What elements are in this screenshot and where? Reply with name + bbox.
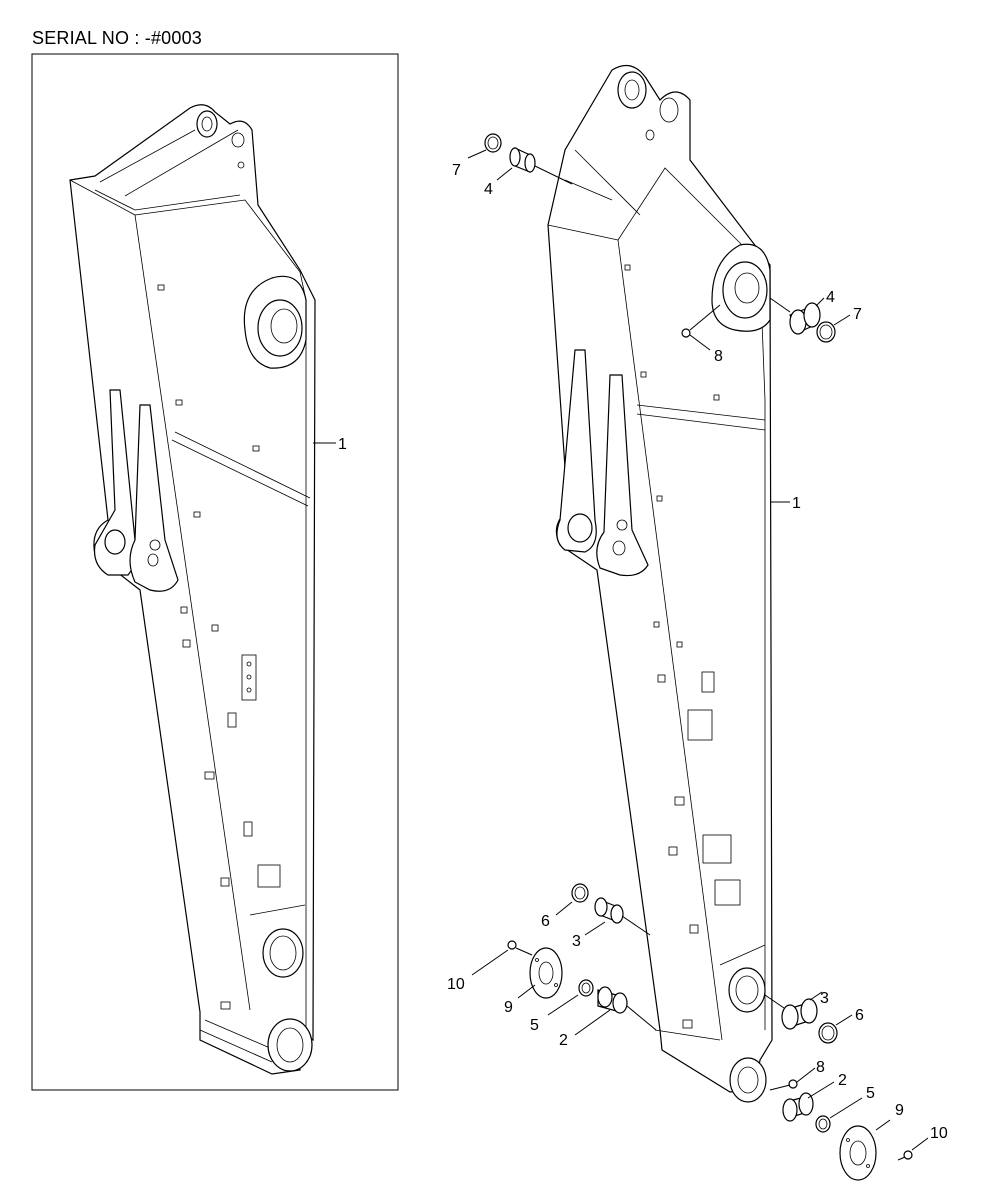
left-callout-1: 1 <box>338 436 347 453</box>
right-callout-7-top: 7 <box>452 162 461 179</box>
left-boom-assembly <box>69 104 336 1075</box>
right-callout-8-bottom: 8 <box>816 1059 825 1076</box>
right-callout-5-right: 5 <box>866 1085 875 1102</box>
right-callout-10-left: 10 <box>447 976 465 993</box>
plate-9-right <box>839 1125 877 1181</box>
bolt-10-left <box>507 940 517 950</box>
right-callout-9-right: 9 <box>895 1102 904 1119</box>
seal-ring-7-top <box>484 133 502 153</box>
serial-number-label: SERIAL NO : -#0003 <box>32 28 203 48</box>
right-callout-1: 1 <box>792 495 801 512</box>
seal-ring-6-left <box>571 883 589 903</box>
grease-nipple-8-top <box>681 328 691 338</box>
right-callout-6-right: 6 <box>855 1007 864 1024</box>
left-view-frame <box>31 53 399 1091</box>
plate-9-left <box>529 947 563 999</box>
right-callout-3-left: 3 <box>572 933 581 950</box>
right-callout-7-right: 7 <box>853 306 862 323</box>
right-callout-2-right: 2 <box>838 1072 847 1089</box>
right-callout-2-left: 2 <box>559 1032 568 1049</box>
right-callout-5-left: 5 <box>530 1017 539 1034</box>
bolt-10-right <box>903 1150 913 1160</box>
right-callout-10-right: 10 <box>930 1125 948 1142</box>
exploded-parts <box>467 133 929 1181</box>
grease-nipple-8-bottom <box>788 1079 798 1089</box>
right-callout-9-left: 9 <box>504 999 513 1016</box>
seal-ring-5-left <box>578 979 594 997</box>
right-boom-assembly <box>547 64 790 1103</box>
right-callout-4-top: 4 <box>484 181 493 198</box>
right-callout-8-top: 8 <box>714 348 723 365</box>
seal-ring-5-right <box>815 1115 831 1133</box>
right-callout-6-left: 6 <box>541 913 550 930</box>
right-callout-3-right: 3 <box>820 990 829 1007</box>
right-callout-4-right: 4 <box>826 289 835 306</box>
